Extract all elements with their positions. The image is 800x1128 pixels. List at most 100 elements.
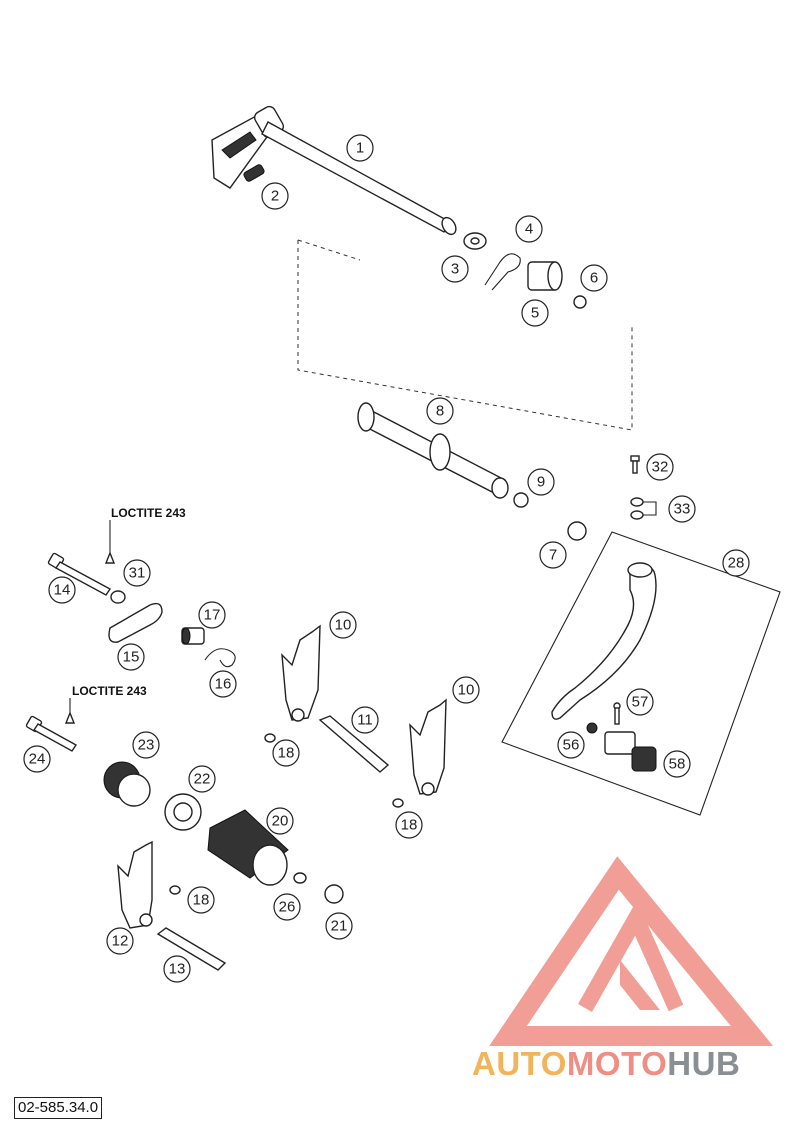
part-washer-3 — [463, 232, 487, 250]
svg-text:23: 23 — [138, 737, 155, 754]
part-pin-18c — [169, 885, 181, 895]
callout: 24 — [23, 745, 51, 773]
document-number: 02-585.34.0 — [14, 1097, 103, 1119]
svg-text:11: 11 — [357, 712, 373, 729]
callout: 56 — [557, 731, 585, 759]
svg-text:16: 16 — [215, 676, 232, 693]
part-pin-18a — [264, 733, 276, 743]
callout: 18 — [395, 811, 423, 839]
loctite-drop-2 — [64, 711, 76, 724]
part-bushing-7 — [567, 521, 587, 541]
part-shaft-8 — [357, 402, 509, 499]
part-rod-11 — [318, 715, 390, 773]
svg-text:10: 10 — [458, 682, 475, 699]
part-bolt-24 — [25, 715, 78, 752]
callout: 12 — [106, 927, 134, 955]
svg-text:32: 32 — [652, 459, 669, 476]
part-shift-fork-10b — [409, 698, 447, 796]
part-footpeg-58 — [604, 731, 657, 772]
callout: 31 — [123, 559, 151, 587]
loctite-drop-1 — [104, 551, 116, 564]
loctite-label-1: LOCTITE 243 — [111, 506, 186, 520]
part-bolt-32 — [630, 455, 640, 474]
callout: 57 — [626, 688, 654, 716]
callout: 3 — [441, 255, 469, 283]
part-shift-lever — [551, 562, 657, 720]
svg-text:58: 58 — [669, 756, 686, 773]
part-washer-31 — [110, 590, 126, 604]
callout: 8 — [426, 397, 454, 425]
callout: 6 — [580, 264, 608, 292]
svg-text:10: 10 — [335, 617, 352, 634]
part-shift-fork-10a — [281, 624, 321, 722]
part-spring — [243, 164, 265, 182]
callout: 9 — [527, 468, 555, 496]
svg-text:57: 57 — [632, 694, 649, 711]
svg-text:33: 33 — [674, 501, 691, 518]
svg-text:28: 28 — [728, 555, 745, 572]
watermark-word-hub: HUB — [667, 1045, 741, 1082]
svg-text:8: 8 — [436, 403, 444, 420]
watermark-logo — [489, 856, 774, 1046]
svg-text:56: 56 — [563, 737, 580, 754]
part-oring-6 — [573, 295, 587, 309]
callout: 23 — [132, 731, 160, 759]
callout: 22 — [188, 765, 216, 793]
callout: 10 — [329, 611, 357, 639]
svg-text:21: 21 — [331, 918, 348, 935]
loctite-label-2: LOCTITE 243 — [72, 684, 147, 698]
callout: 13 — [163, 955, 191, 983]
part-bushing-17 — [181, 627, 205, 645]
part-shift-fork-12 — [117, 840, 153, 929]
group-outline-shift-shaft — [297, 240, 633, 431]
part-shift-shaft — [211, 105, 457, 236]
part-bolt-14 — [47, 552, 112, 596]
part-link-15 — [108, 602, 163, 643]
part-locator-23 — [103, 761, 151, 807]
part-bushing-21 — [324, 884, 344, 904]
callout: 20 — [266, 807, 294, 835]
svg-text:6: 6 — [590, 270, 598, 287]
group-outline-leader — [297, 239, 361, 261]
callout: 15 — [117, 643, 145, 671]
callout: 4 — [515, 215, 543, 243]
callout: 17 — [198, 601, 226, 629]
svg-text:5: 5 — [531, 305, 539, 322]
callout: 33 — [668, 495, 696, 523]
callout: 18 — [187, 886, 215, 914]
callout: 16 — [209, 670, 237, 698]
callout: 1 — [346, 134, 374, 162]
svg-text:18: 18 — [278, 745, 295, 762]
svg-text:24: 24 — [29, 751, 46, 768]
part-shift-drum-20 — [207, 809, 289, 886]
part-washer-26 — [293, 872, 307, 884]
callout: 26 — [273, 893, 301, 921]
callout: 2 — [261, 182, 289, 210]
svg-text:2: 2 — [271, 188, 279, 205]
svg-text:18: 18 — [401, 817, 418, 834]
svg-text:22: 22 — [194, 771, 211, 788]
callout: 58 — [663, 750, 691, 778]
part-bushing-5 — [527, 261, 563, 291]
callout: 7 — [539, 541, 567, 569]
callout: 18 — [272, 739, 300, 767]
svg-text:12: 12 — [112, 933, 129, 950]
part-nut-56 — [586, 722, 598, 734]
svg-text:13: 13 — [169, 961, 186, 978]
callout: 32 — [646, 453, 674, 481]
svg-text:7: 7 — [549, 547, 557, 564]
part-washers-33 — [630, 497, 657, 520]
svg-text:26: 26 — [279, 899, 296, 916]
svg-text:14: 14 — [54, 582, 71, 599]
svg-text:1: 1 — [356, 140, 364, 157]
part-clip-4 — [484, 253, 521, 291]
part-pin-18b — [392, 798, 404, 808]
callout: 10 — [452, 676, 480, 704]
part-bolt-57 — [613, 702, 621, 725]
svg-text:31: 31 — [129, 565, 146, 582]
watermark-word-auto: AUTO — [472, 1045, 567, 1082]
part-spring-16 — [204, 648, 236, 668]
callout: 14 — [48, 576, 76, 604]
part-ring-9 — [513, 492, 529, 508]
svg-text:9: 9 — [537, 474, 545, 491]
